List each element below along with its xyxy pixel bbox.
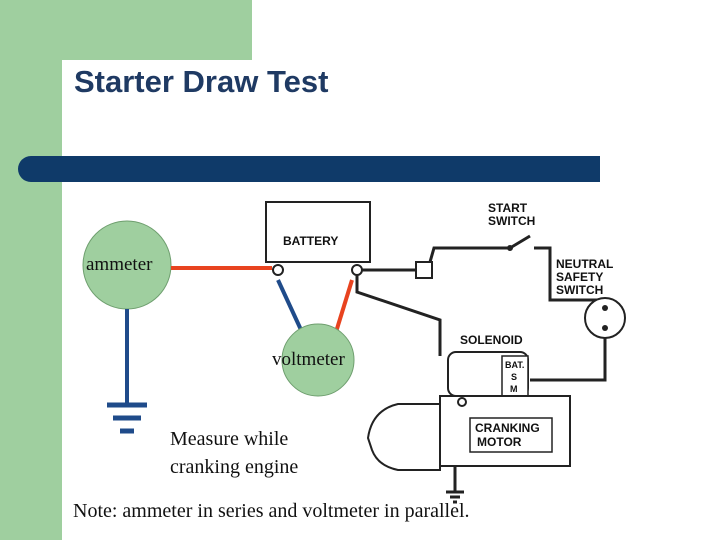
start-switch-label-line2: SWITCH	[488, 214, 535, 228]
neutral-label-line1: NEUTRAL	[556, 257, 613, 271]
battery-negative-terminal	[272, 264, 284, 276]
cranking-motor-label-line1: CRANKING	[475, 421, 540, 435]
voltmeter-negative-lead	[276, 279, 304, 333]
neutral-safety-switch	[584, 297, 626, 339]
safety-to-solenoid-wire	[530, 338, 607, 382]
solenoid-bat-terminal: BAT.	[505, 360, 524, 370]
battery-positive-terminal	[351, 264, 363, 276]
solenoid-s-terminal: S	[511, 372, 517, 382]
voltmeter-label: voltmeter	[272, 349, 345, 370]
switch-output-wire	[534, 246, 598, 302]
footer-note: Note: ammeter in series and voltmeter in…	[73, 500, 470, 522]
battery-to-solenoid-wire	[355, 275, 442, 356]
slide-title: Starter Draw Test	[74, 64, 329, 99]
cranking-motor-label-line2: MOTOR	[477, 435, 522, 449]
title-divider-bar	[18, 156, 600, 182]
neutral-label-line3: SWITCH	[556, 283, 603, 297]
connector-block	[415, 261, 433, 279]
motor-nose-housing	[366, 403, 441, 471]
start-switch-label-line1: START	[488, 201, 528, 215]
voltmeter-circle	[281, 323, 355, 397]
solenoid-label: SOLENOID	[460, 333, 523, 347]
measure-note-line2: cranking engine	[170, 456, 299, 478]
ammeter-label: ammeter	[86, 254, 153, 275]
side-accent-bar	[0, 0, 62, 540]
start-switch-pivot	[507, 245, 513, 251]
switch-feed-wire	[428, 246, 510, 263]
solenoid-m-terminal: M	[510, 384, 518, 394]
start-switch-contact	[509, 234, 531, 250]
battery-box	[265, 201, 371, 263]
voltmeter-positive-lead	[334, 279, 354, 333]
measure-note-line1: Measure while	[170, 428, 289, 450]
top-accent-block	[0, 0, 252, 60]
battery-label: BATTERY	[283, 234, 338, 248]
neutral-label-line2: SAFETY	[556, 270, 603, 284]
